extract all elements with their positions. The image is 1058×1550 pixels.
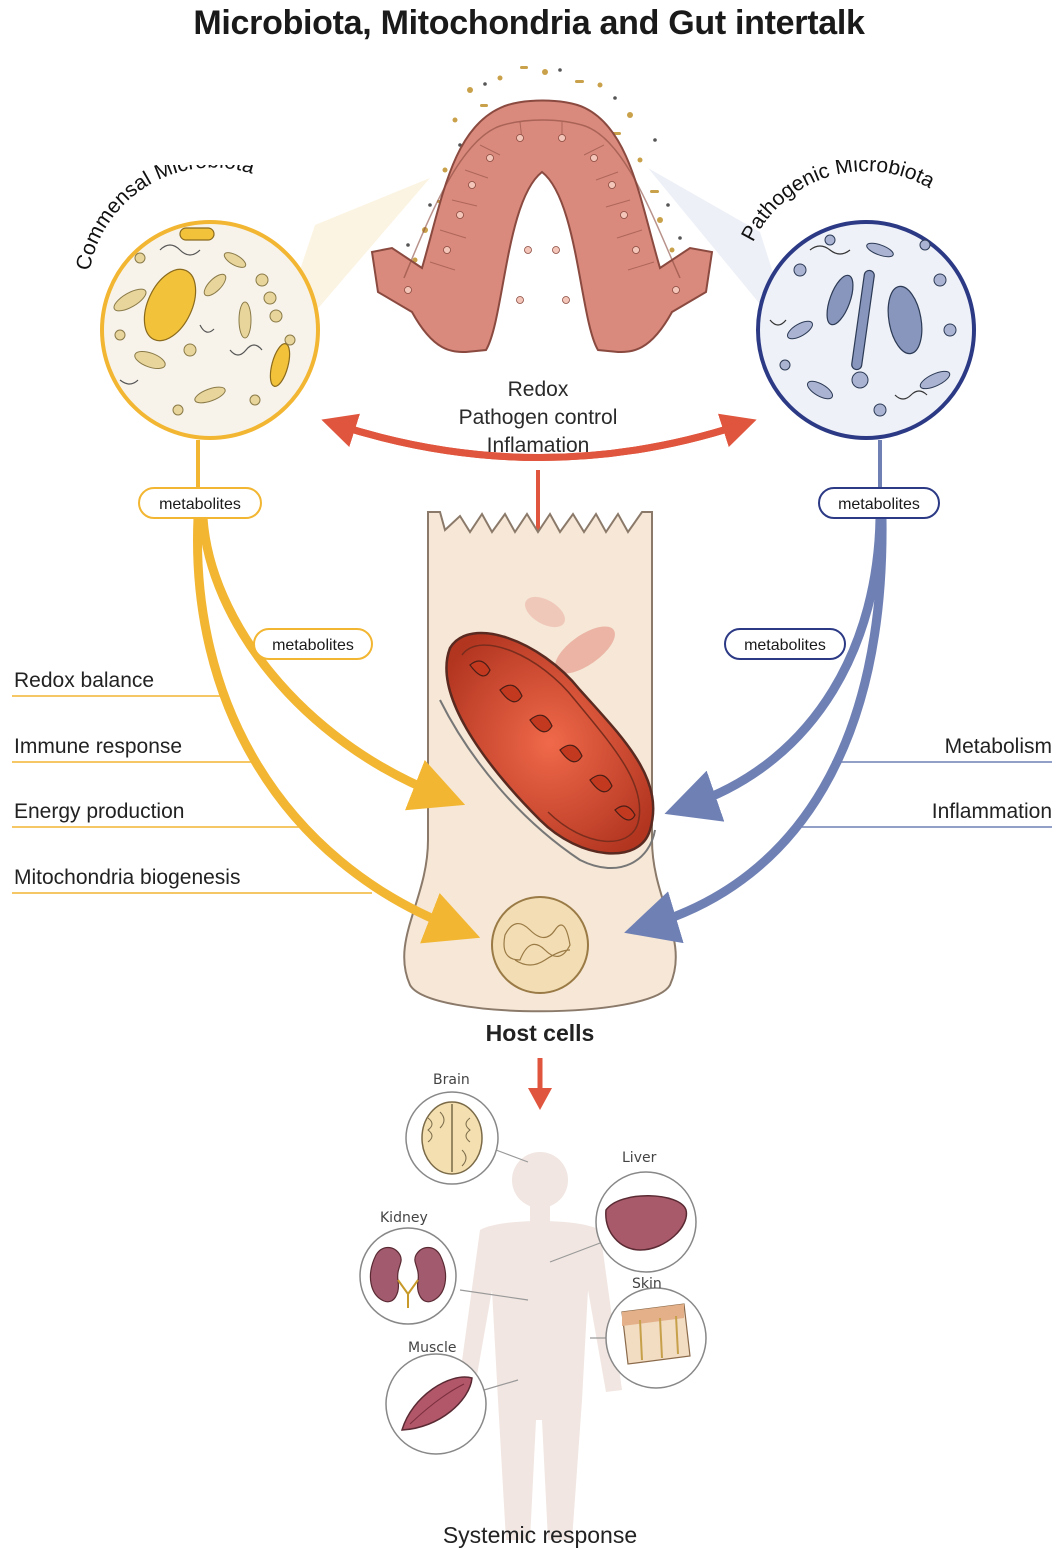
- pathogenic-label: Pathogenic Microbiota: [737, 160, 939, 245]
- muscle-label: Muscle: [408, 1340, 456, 1356]
- host-to-systemic-arrow: [528, 1058, 552, 1110]
- pathogenic-metabolites-pill-mid: metabolites: [724, 628, 846, 660]
- skin-label: Skin: [632, 1276, 662, 1292]
- center-effect-pathogen-control: Pathogen control: [400, 406, 676, 430]
- commensal-metabolites-pill-top: metabolites: [138, 487, 262, 519]
- kidney-label: Kidney: [380, 1210, 428, 1226]
- diagram-title: Microbiota, Mitochondria and Gut interta…: [0, 4, 1058, 43]
- intestinal-villus: [372, 101, 712, 353]
- commensal-label: Commensal Microbiota: [72, 165, 258, 272]
- commensal-label-arc: Commensal Microbiota: [60, 165, 360, 305]
- commensal-metabolites-pill-mid: metabolites: [253, 628, 373, 660]
- liver-organ: [596, 1172, 696, 1272]
- brain-organ: [406, 1092, 498, 1184]
- left-effect-immune-response: Immune response: [14, 735, 182, 759]
- systemic-response-label: Systemic response: [360, 1522, 720, 1549]
- pathogenic-metabolites-pill-top: metabolites: [818, 487, 940, 519]
- center-effect-redox: Redox: [400, 378, 676, 402]
- svg-text:Pathogenic Microbiota: Pathogenic Microbiota: [737, 160, 939, 245]
- liver-label: Liver: [622, 1150, 656, 1166]
- nucleus: [492, 897, 588, 993]
- kidney-organ: [360, 1228, 456, 1324]
- pathogenic-label-arc: Pathogenic Microbiota: [718, 160, 1018, 300]
- center-effect-inflamation: Inflamation: [400, 434, 676, 458]
- host-cells-label: Host cells: [420, 1020, 660, 1047]
- left-effect-redox-balance: Redox balance: [14, 669, 154, 693]
- svg-text:Commensal Microbiota: Commensal Microbiota: [72, 165, 258, 272]
- left-effect-mitochondria-biogenesis: Mitochondria biogenesis: [14, 866, 240, 890]
- host-cell: [404, 512, 676, 1011]
- brain-label: Brain: [433, 1072, 470, 1088]
- right-effect-inflammation: Inflammation: [932, 800, 1052, 824]
- left-effect-energy-production: Energy production: [14, 800, 184, 824]
- muscle-organ: [386, 1354, 486, 1454]
- skin-organ: [606, 1288, 706, 1388]
- right-effect-metabolism: Metabolism: [945, 735, 1052, 759]
